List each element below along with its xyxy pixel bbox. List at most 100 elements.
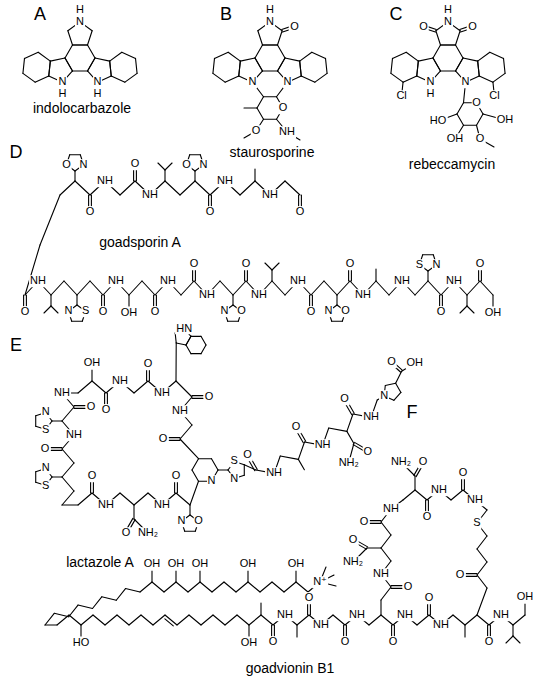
- bond-line: [396, 383, 401, 392]
- bond-line: [441, 70, 456, 71]
- atom-label: O: [340, 636, 351, 648]
- bond-line: [75, 181, 90, 195]
- bond-line: [62, 463, 74, 477]
- bond-line: [337, 281, 350, 295]
- atom-label: OH: [191, 558, 210, 570]
- atom-label: O: [291, 421, 302, 433]
- bond-line: [244, 107, 257, 108]
- bond-line: [104, 295, 105, 306]
- bond-line: [153, 295, 154, 306]
- bond-line: [430, 604, 431, 615]
- atom-label: NH: [53, 387, 71, 399]
- atom-label: O: [418, 21, 429, 33]
- atom-label: O: [295, 206, 306, 218]
- bond-line: [263, 44, 278, 45]
- bond-line: [57, 615, 69, 625]
- bond-line: [68, 31, 73, 45]
- bond-line: [213, 58, 215, 73]
- bond-line: [481, 270, 482, 281]
- bond-line: [199, 458, 212, 459]
- bond-line: [370, 520, 381, 521]
- atom-label: N: [219, 305, 229, 317]
- bond-line: [228, 321, 239, 322]
- bond-line: [165, 181, 180, 195]
- bond-line: [464, 125, 477, 126]
- bond-line: [376, 281, 389, 295]
- bond-line: [212, 582, 224, 592]
- bond-line: [381, 535, 391, 548]
- bond-line: [261, 615, 273, 625]
- bond-line: [249, 615, 261, 625]
- atom-label: NH: [445, 275, 463, 287]
- bond-line: [477, 562, 487, 575]
- bond-line: [255, 58, 263, 71]
- bond-line: [51, 450, 62, 451]
- bond-line: [477, 615, 489, 625]
- bond-line: [433, 45, 441, 58]
- bond-line: [457, 114, 464, 125]
- bond-line: [199, 571, 200, 582]
- bond-line: [40, 195, 60, 245]
- bond-line: [62, 477, 74, 491]
- bond-line: [265, 263, 272, 270]
- bond-line: [62, 449, 74, 463]
- atom-label: H: [265, 4, 275, 16]
- bond-line: [142, 281, 155, 295]
- bond-line: [272, 263, 279, 270]
- bond-line: [23, 73, 35, 82]
- bond-line: [76, 295, 77, 305]
- bond-line: [225, 76, 239, 82]
- atom-label: O: [205, 206, 216, 218]
- bond-line: [201, 615, 213, 625]
- atom-label: N: [461, 76, 471, 88]
- bond-line: [153, 615, 165, 625]
- bond-line: [295, 571, 296, 582]
- bond-line: [310, 604, 311, 615]
- bond-line: [77, 281, 90, 295]
- bond-line: [414, 476, 415, 490]
- bond-line: [415, 281, 428, 295]
- bond-line: [88, 58, 96, 71]
- compound-name: rebeccamycin: [408, 157, 496, 172]
- bond-line: [326, 58, 328, 73]
- bond-line: [90, 482, 91, 493]
- bond-line: [218, 469, 228, 470]
- bond-line: [192, 395, 203, 396]
- bond-line: [490, 625, 491, 636]
- bond-line: [490, 52, 504, 58]
- bond-line: [105, 615, 117, 625]
- bond-line: [81, 615, 93, 625]
- bond-line: [74, 405, 85, 406]
- bond-line: [492, 295, 493, 306]
- bond-line: [191, 336, 201, 337]
- bond-line: [272, 582, 284, 592]
- bond-line: [176, 381, 192, 397]
- bond-line: [192, 398, 203, 399]
- atom-label: O: [98, 306, 109, 318]
- atom-label: NH: [354, 289, 372, 301]
- atom-label: S: [41, 424, 50, 436]
- bond-line: [451, 490, 463, 500]
- atom-label: O: [121, 527, 132, 539]
- bond-line: [244, 465, 245, 476]
- bond-line: [78, 381, 92, 393]
- bond-line: [280, 456, 298, 459]
- atom-label: NH: [396, 609, 414, 621]
- atom-label: O: [339, 393, 350, 405]
- bond-line: [375, 269, 376, 281]
- atom-label: O: [386, 356, 397, 368]
- bond-line: [351, 270, 352, 281]
- bond-line: [428, 500, 429, 511]
- atom-label: OH: [167, 558, 186, 570]
- atom-label: O: [484, 636, 495, 648]
- bond-line: [62, 491, 74, 505]
- bond-line: [433, 58, 441, 71]
- atom-label: O: [204, 391, 215, 403]
- atom-label: OH: [240, 637, 259, 649]
- bond-line: [343, 625, 344, 636]
- bond-line: [506, 636, 513, 643]
- atom-label: NH: [466, 494, 484, 506]
- atom-label: O: [101, 404, 112, 416]
- atom-label: O: [40, 443, 51, 455]
